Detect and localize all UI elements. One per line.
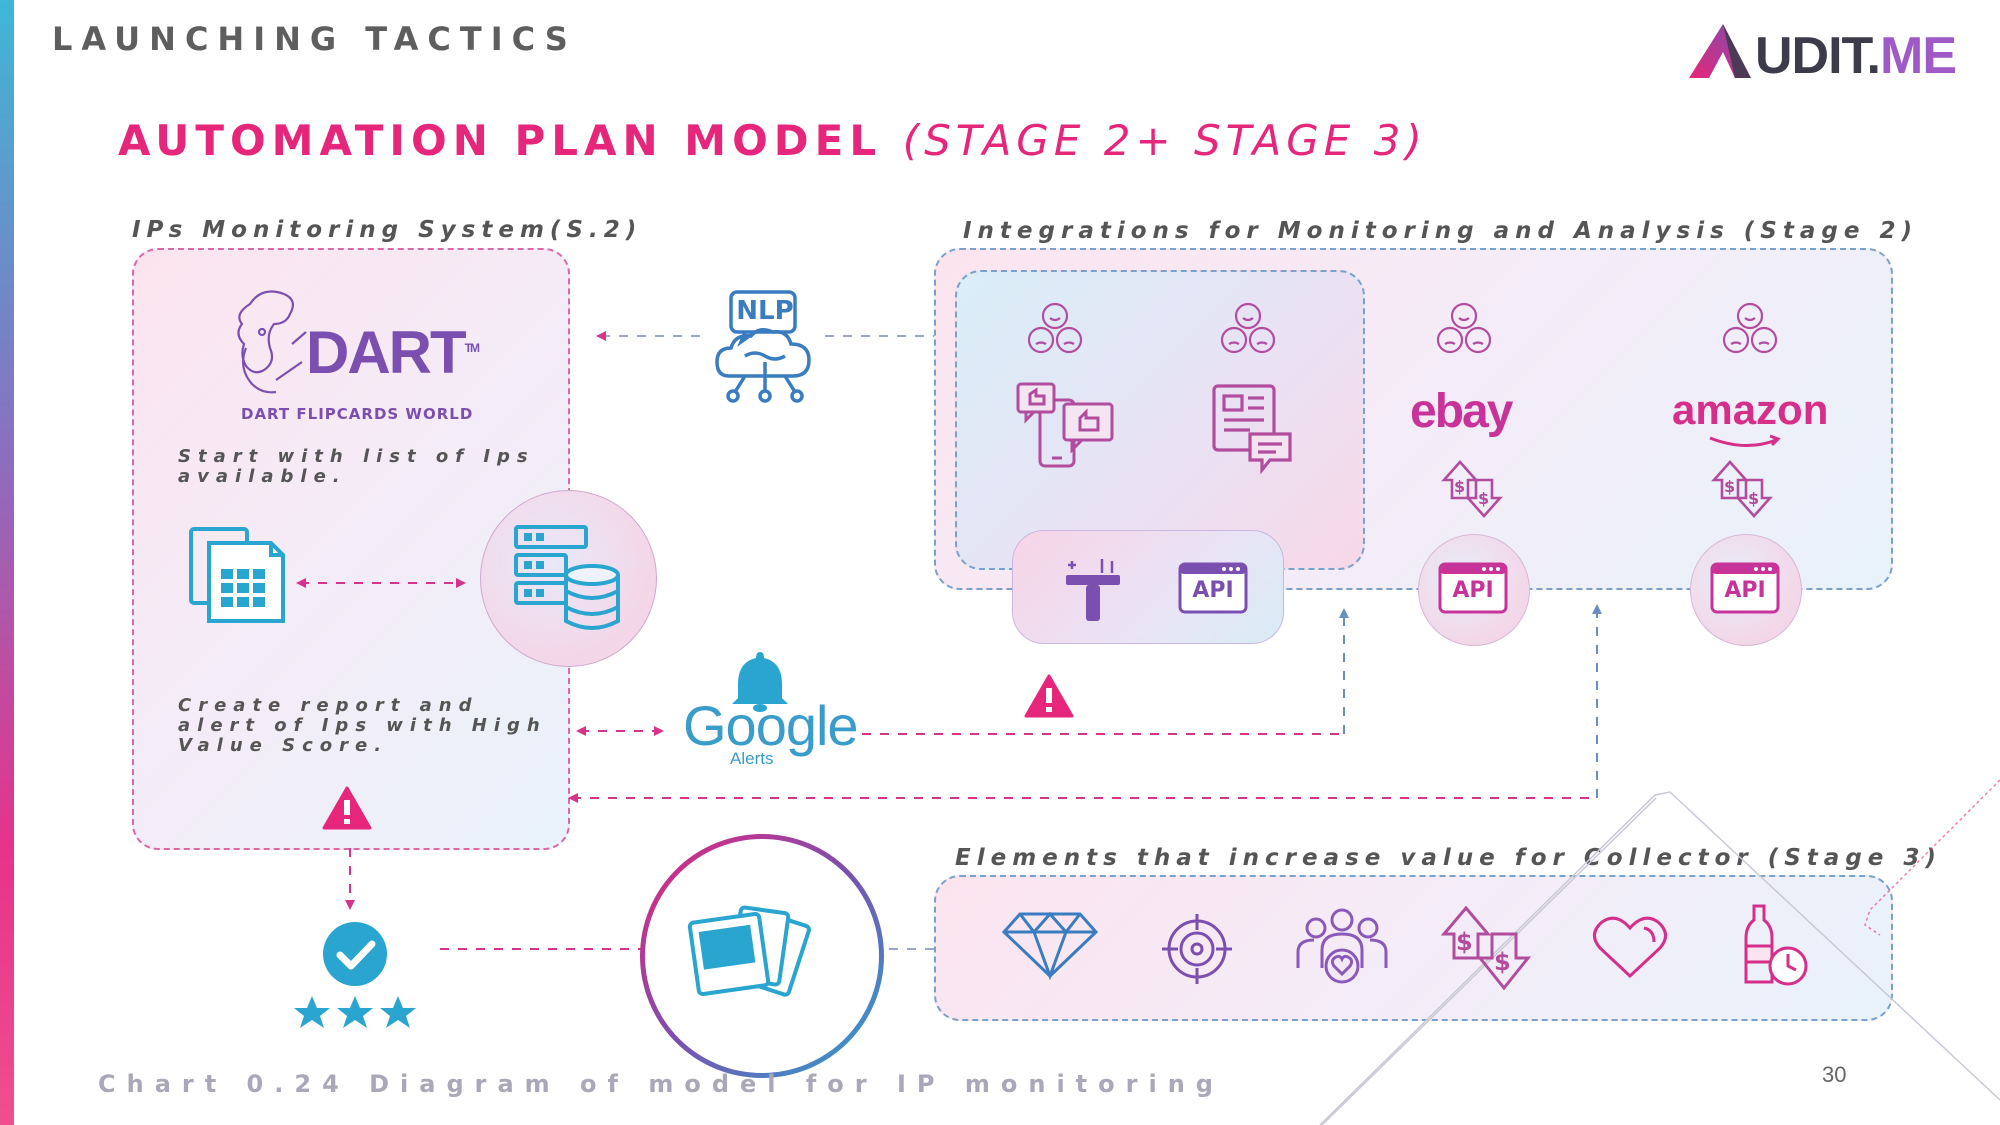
page-title-sub: (STAGE 2+ STAGE 3) [902,116,1427,165]
logo-wordmark: UDIT.ME [1755,26,1957,86]
ips-system-label: IPs Monitoring System(S.2) [132,217,643,243]
price-change-icon: $ $ [1441,460,1503,518]
spreadsheet-documents-icon [189,527,285,623]
users-faces-icon [1220,302,1276,354]
google-wordmark: Google [683,694,859,757]
collector-panel [934,875,1893,1021]
page-number: 30 [1822,1062,1847,1087]
server-database-icon [514,525,620,630]
dart-tm: TM [464,341,480,355]
api-window-icon [1710,562,1780,614]
page-title-main: AUTOMATION PLAN MODEL [118,116,883,165]
dart-mascot-icon [237,290,307,394]
users-faces-icon [1722,302,1778,354]
verified-rating-icon [294,922,416,1028]
brush-tool-icon [1066,559,1120,621]
social-integrations-subpanel [955,270,1365,570]
nlp-brain-cloud-icon [715,290,811,403]
ebay-logo: ebay [1410,385,1513,438]
warning-icon [322,786,372,830]
ips-start-text: Start with list of Ips available. [178,446,535,487]
amazon-smile-icon [1709,434,1781,448]
api-label: API [1452,578,1494,603]
amazon-logo: amazon [1672,386,1829,433]
svg-text:$: $ [1454,477,1465,496]
ips-report-text: Create report and alert of Ips with High… [178,695,547,756]
svg-text:$: $ [1456,928,1473,956]
api-window-icon [1178,562,1248,614]
target-icon [1162,914,1232,984]
article-comments-icon [1212,384,1292,475]
svg-text:$: $ [1748,489,1759,508]
api-label: API [1192,578,1234,603]
left-accent-bar [0,0,14,1125]
api-label: API [1724,578,1766,603]
logo-text-accent: ME [1880,27,1957,85]
dart-name: DART [306,319,467,386]
trading-cards-icon [687,905,811,997]
section-title: LAUNCHING TACTICS [52,20,577,58]
social-likes-phone-icon [1016,382,1114,468]
google-alerts-sub: Alerts [730,749,774,768]
svg-text:$: $ [1494,948,1511,976]
users-faces-icon [1027,302,1083,354]
users-faces-icon [1436,302,1492,354]
warning-icon [1024,674,1074,718]
api-window-icon [1438,562,1508,614]
logo-triangle-icon [1689,24,1751,78]
svg-text:$: $ [1478,489,1489,508]
figure-caption: Chart 0.24 Diagram of model for IP monit… [98,1070,1224,1098]
logo-text-main: UDIT. [1755,27,1881,85]
wine-bottle-clock-icon [1744,904,1808,986]
price-change-icon: $ $ [1711,460,1773,518]
dart-subtitle: DART FLIPCARDS WORLD [241,405,474,423]
bell-icon [732,652,788,712]
integrations-label: Integrations for Monitoring and Analysis… [963,218,1918,244]
community-love-icon [1296,908,1388,984]
heart-icon [1593,916,1667,979]
diamond-icon [1001,911,1099,981]
collector-label: Elements that increase value for Collect… [955,845,1942,871]
svg-text:$: $ [1724,477,1735,496]
page-title: AUTOMATION PLAN MODEL (STAGE 2+ STAGE 3) [118,116,1427,165]
audit-me-logo: UDIT.ME [1685,22,1965,85]
nlp-label: NLP [736,296,794,326]
price-change-icon: $ $ [1440,905,1532,991]
dart-wordmark: DARTTM [306,318,480,387]
